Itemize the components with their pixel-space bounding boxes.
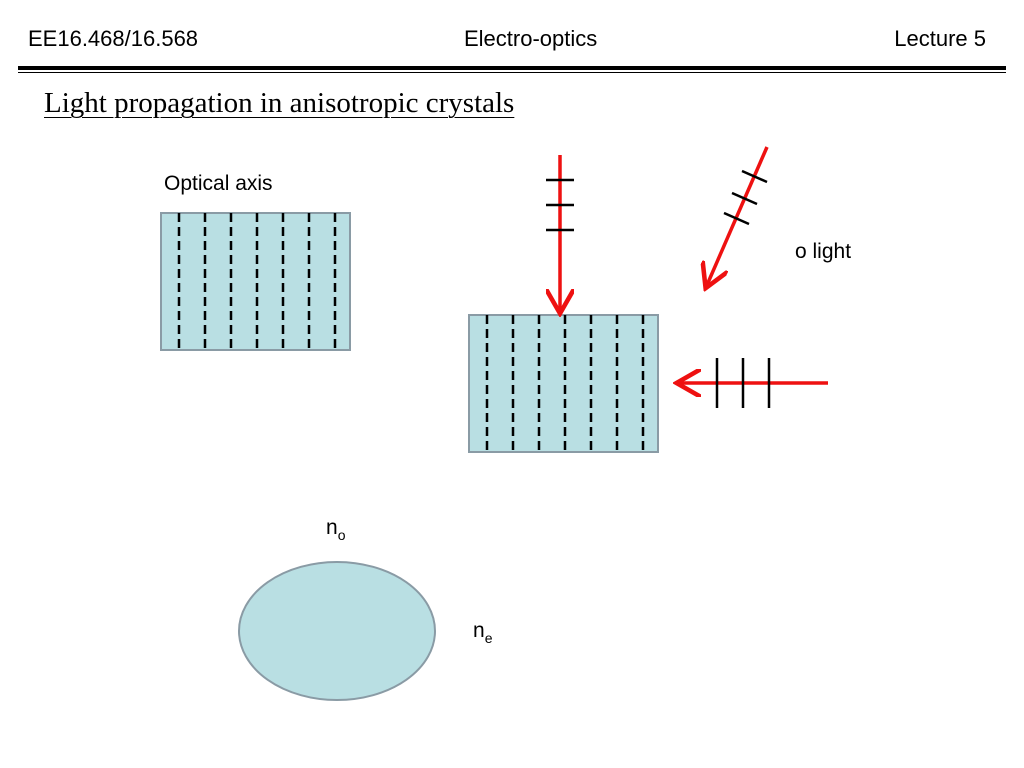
beam-horizontal [680, 358, 828, 408]
n-e-base: n [473, 619, 485, 642]
optical-axis-lines [485, 315, 645, 452]
crystal-body [160, 212, 351, 351]
course-name: Electro-optics [464, 26, 598, 51]
n-o-base: n [326, 516, 338, 539]
index-ellipsoid [238, 561, 436, 701]
crystal-block-left [160, 212, 351, 351]
o-light-label: o light [795, 240, 852, 263]
slide-title: Light propagation in anisotropic crystal… [44, 87, 515, 119]
course-code: EE16.468/16.568 [28, 26, 199, 51]
crystal-block-right [468, 314, 659, 453]
n-o-label: no [326, 516, 346, 543]
polarization-ticks [715, 358, 771, 408]
arrow-oblique [707, 146, 769, 285]
optical-axis-lines [177, 213, 337, 350]
n-e-label: ne [473, 619, 493, 646]
polarization-ticks [723, 169, 768, 226]
beam-oblique [707, 146, 769, 285]
lecture-number: Lecture 5 [894, 26, 986, 51]
n-e-subscript: e [484, 630, 493, 646]
crystal-body [468, 314, 659, 453]
header-rule-thick [18, 66, 1006, 70]
beam-vertical [546, 155, 574, 310]
n-o-subscript: o [337, 527, 346, 543]
polarization-ticks [546, 178, 574, 232]
optical-axis-label: Optical axis [164, 172, 273, 195]
header-rule-thin [18, 72, 1006, 73]
